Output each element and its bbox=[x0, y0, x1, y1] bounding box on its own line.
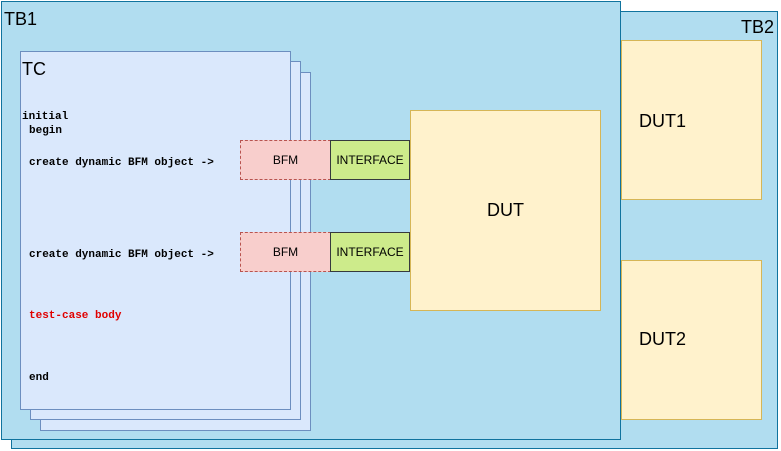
bfm-box-1: BFM bbox=[240, 140, 331, 180]
tc-sheet bbox=[20, 51, 291, 410]
dut2-box bbox=[621, 260, 762, 420]
tc-line-begin: begin bbox=[29, 125, 63, 137]
dut1-box bbox=[621, 40, 762, 200]
tc-line-initial: initial bbox=[22, 111, 69, 123]
tb1-label: TB1 bbox=[4, 9, 38, 29]
tb2-label: TB2 bbox=[741, 17, 775, 37]
interface-label-1: INTERFACE bbox=[336, 153, 404, 167]
dut-label: DUT bbox=[487, 200, 524, 220]
dut-box: DUT bbox=[410, 110, 601, 311]
bfm-label-2: BFM bbox=[272, 245, 299, 259]
tc-line-body: test-case body bbox=[29, 310, 122, 322]
bfm-box-2: BFM bbox=[240, 232, 331, 272]
tc-label: TC bbox=[22, 59, 46, 79]
dut1-label: DUT1 bbox=[639, 111, 687, 131]
bfm-label-1: BFM bbox=[272, 153, 299, 167]
tc-line-create-2: create dynamic BFM object -> bbox=[29, 249, 214, 261]
interface-box-2: INTERFACE bbox=[330, 232, 410, 272]
tc-line-end: end bbox=[29, 372, 49, 384]
tc-line-create-1: create dynamic BFM object -> bbox=[29, 157, 214, 169]
interface-label-2: INTERFACE bbox=[336, 245, 404, 259]
interface-box-1: INTERFACE bbox=[330, 140, 410, 180]
dut2-label: DUT2 bbox=[639, 329, 687, 349]
